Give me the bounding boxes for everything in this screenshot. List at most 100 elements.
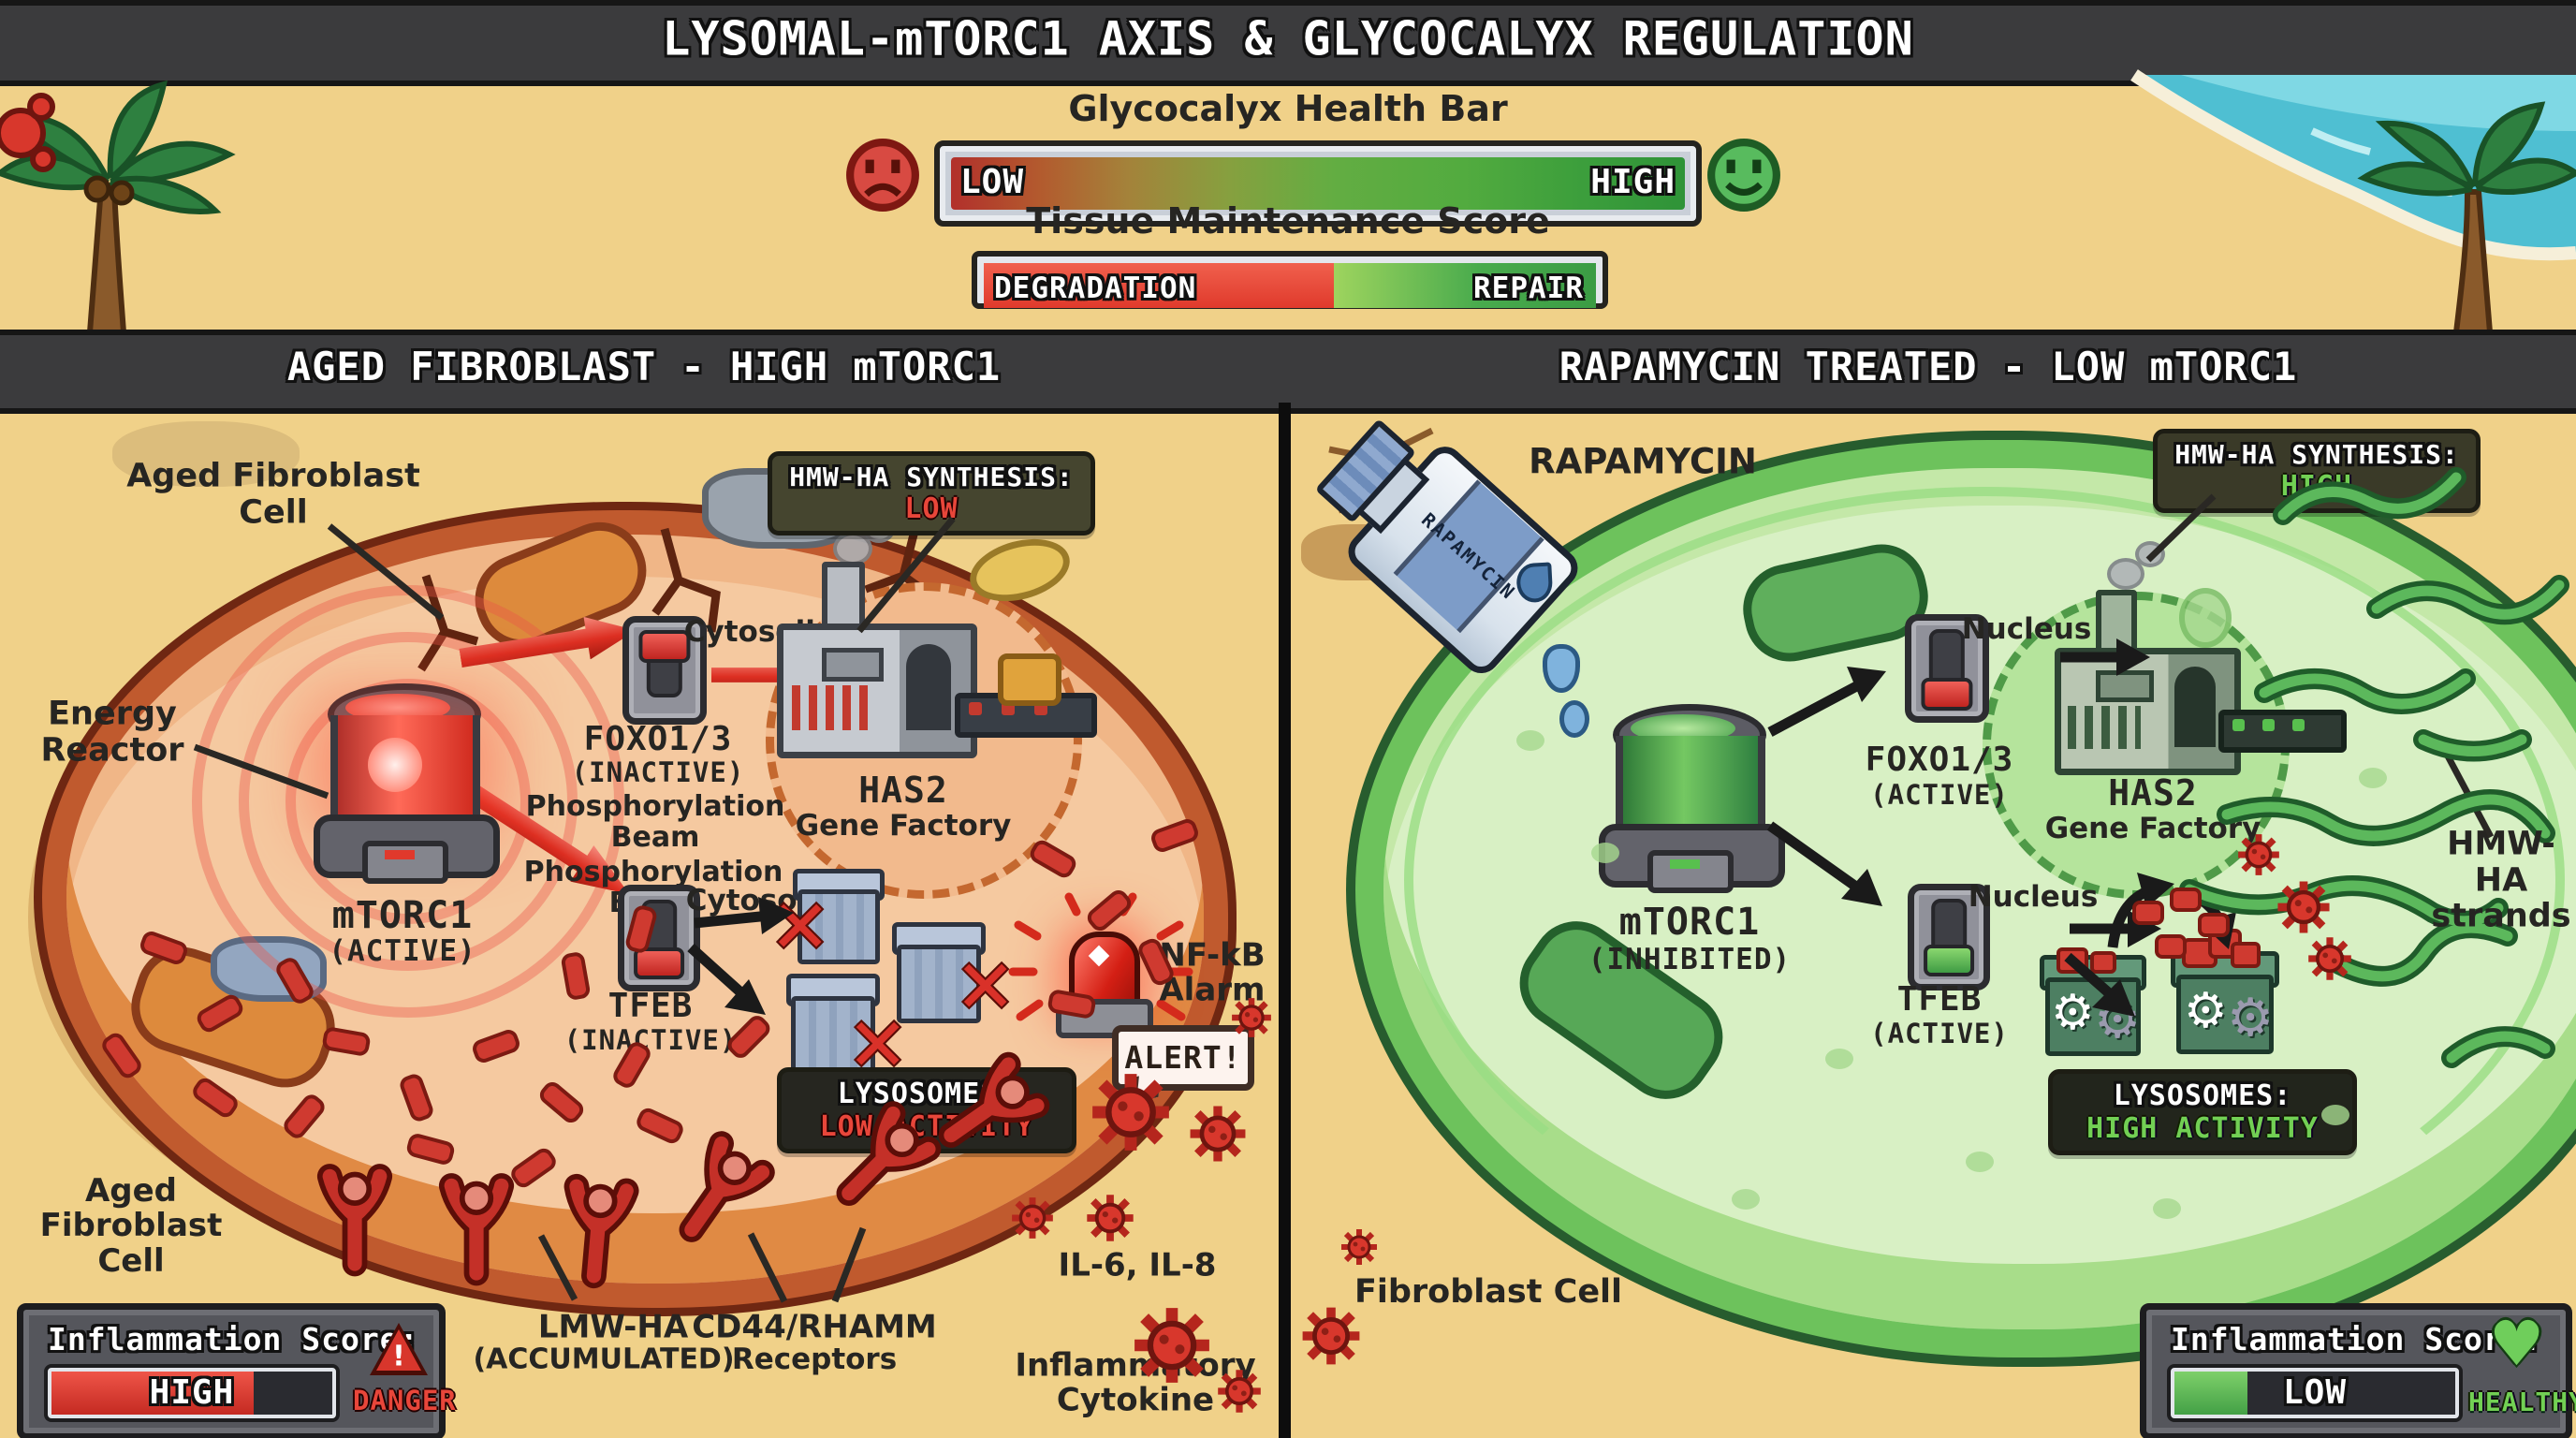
cytokine-icon xyxy=(2308,937,2351,980)
danger-label: DANGER xyxy=(353,1385,457,1416)
cytokine-icon xyxy=(2238,834,2279,875)
mtorc1-state-right: (INHIBITED) xyxy=(1588,942,1792,976)
title-bar xyxy=(0,0,2576,86)
lyso-value-right: HIGH ACTIVITY xyxy=(2086,1112,2319,1145)
gear-icon: ⚙ xyxy=(2184,983,2228,1039)
cd44-receptor-icon xyxy=(564,1173,639,1289)
mtorc1-state: (ACTIVE) xyxy=(329,933,476,968)
cytoplasm-speckle xyxy=(1966,1152,1994,1172)
left-panel-header: AGED FIBROBLAST - HIGH mTORC1 xyxy=(286,343,1002,389)
tfeb-state-right: (ACTIVE) xyxy=(1870,1018,2009,1050)
hmw-synthesis-badge-left: HMW-HA SYNTHESIS: LOW xyxy=(768,451,1095,536)
has2-factory xyxy=(777,515,1097,763)
crab-icon xyxy=(0,93,56,172)
cd44-receptor-icon xyxy=(836,1101,942,1206)
strands-label: HMW-HA strands xyxy=(2431,825,2571,935)
cd44-receptor-icon xyxy=(316,1164,393,1277)
cytoplasm-speckle xyxy=(2359,768,2387,788)
inflammation-label-right: Inflammation Score: xyxy=(2171,1321,2542,1357)
mtorc1-label: mTORC1 xyxy=(331,894,474,937)
happy-face-icon xyxy=(1707,139,1780,212)
foxo-location-right: Nucleus xyxy=(1961,611,2092,646)
gear-icon: ⚙ xyxy=(2227,988,2275,1049)
cytokine-icon xyxy=(1218,1370,1261,1413)
cytoplasm-speckle xyxy=(1825,1049,1853,1069)
conveyor-item xyxy=(998,653,1061,706)
mtorc1-reactor-inhibited xyxy=(1599,704,1785,901)
cd44-sub-label: Receptors xyxy=(731,1342,898,1376)
falling-drip xyxy=(1543,644,1580,693)
right-connectors xyxy=(1766,467,2569,1068)
tissue-repair-label: REPAIR xyxy=(1473,271,1584,305)
cytoplasm-speckle xyxy=(2321,1105,2349,1125)
lmwha-state: (ACCUMULATED) xyxy=(473,1343,735,1376)
heart-icon: ♥ xyxy=(2489,1308,2545,1380)
degraded-fragment xyxy=(2170,888,2202,912)
cytokine-icon xyxy=(1341,1229,1377,1265)
lyso-label-right: LYSOSOMES: xyxy=(2113,1079,2292,1112)
tissue-degradation-segment xyxy=(984,263,1335,308)
tfeb-label-right: TFEB xyxy=(1896,980,1983,1020)
aged-cell-bottom-label: Aged Fibroblast Cell xyxy=(39,1171,223,1280)
inflammation-panel-right: Inflammation Score: LOW ♥ HEALTHY xyxy=(2140,1303,2576,1438)
degraded-fragment xyxy=(2198,913,2230,937)
inflammation-value-right: LOW xyxy=(2282,1373,2348,1413)
inflammation-bar-left: HIGH xyxy=(48,1368,336,1418)
mtorc1-label-right: mTORC1 xyxy=(1618,901,1761,944)
sand-patch xyxy=(112,421,300,487)
energy-reactor-label: Energy Reactor xyxy=(40,695,184,769)
tissue-bar-title: Tissue Maintenance Score xyxy=(1026,200,1550,242)
cytokine-label: Inflammatory Cytokine xyxy=(1015,1346,1256,1419)
foxo-state: (INACTIVE) xyxy=(571,756,745,789)
cd44-receptor-icon xyxy=(438,1173,515,1286)
mtorc1-reactor-active xyxy=(314,683,500,889)
cd44-receptor-icon xyxy=(679,1131,775,1242)
cytokine-icon xyxy=(1087,1195,1134,1241)
inflammation-bar-right: LOW xyxy=(2171,1368,2459,1418)
panel-divider xyxy=(1279,403,1291,1438)
cytokine-icon xyxy=(1012,1197,1053,1239)
cd44-label: CD44/RHAMM xyxy=(692,1308,937,1346)
page-title: LYSOMAL-mTORC1 AXIS & GLYCOCALYX REGULAT… xyxy=(662,11,1914,66)
cytokine-icon xyxy=(1232,998,1271,1037)
gear-icon: ⚙ xyxy=(2051,985,2095,1041)
hmw-label: HMW-HA SYNTHESIS: xyxy=(789,462,1074,492)
cytoplasm-speckle xyxy=(1591,843,1619,863)
tfeb-switch-active xyxy=(1908,884,1990,990)
foxo-state-right: (ACTIVE) xyxy=(1870,779,2009,812)
lmwha-label: LMW-HA xyxy=(537,1308,689,1346)
cytokine-icon xyxy=(2277,881,2330,933)
cytokine-icon xyxy=(1190,1106,1246,1162)
lysosome-bin xyxy=(793,869,885,964)
cytoplasm-speckle xyxy=(2153,1198,2181,1219)
has2-label: HAS2 xyxy=(858,770,948,812)
cytokine-icon xyxy=(1092,1074,1169,1151)
glyco-bar-title: Glycocalyx Health Bar xyxy=(1068,88,1508,130)
palm-tree-icon xyxy=(0,80,236,335)
alert-label: ALERT! xyxy=(1124,1038,1242,1076)
tfeb-location-right: Nucleus xyxy=(1968,879,2099,914)
degraded-fragment xyxy=(2155,934,2187,959)
tissue-degradation-label: DEGRADATION xyxy=(994,271,1197,305)
lysosome-badge-right: LYSOSOMES: HIGH ACTIVITY xyxy=(2048,1069,2357,1155)
cytokine-icon xyxy=(1134,1308,1209,1383)
sad-face-icon xyxy=(846,139,919,212)
fibroblast-cell-label: Fibroblast Cell xyxy=(1354,1272,1623,1311)
has2-sub-label: Gene Factory xyxy=(795,808,1012,843)
tissue-repair-segment xyxy=(1334,263,1596,308)
inflammation-value-left: HIGH xyxy=(149,1373,235,1413)
glyco-low-label: LOW xyxy=(960,163,1025,201)
foxo-label: FOXO1/3 xyxy=(583,720,733,759)
membrane-highlight xyxy=(1404,487,2565,1273)
tfeb-label: TFEB xyxy=(607,987,694,1026)
lysosome-bin xyxy=(892,922,986,1023)
nfkb-label: NF-kB Alarm xyxy=(1159,936,1266,1009)
cd44-receptor-icon xyxy=(938,1051,1050,1148)
alert-bubble: ALERT! xyxy=(1112,1025,1254,1105)
healthy-label: HEALTHY xyxy=(2468,1387,2576,1417)
foxo-switch-inactive xyxy=(622,616,707,725)
falling-drip xyxy=(1559,700,1589,738)
cytoplasm-speckle xyxy=(1516,730,1544,751)
hmw-label-right: HMW-HA SYNTHESIS: xyxy=(2174,439,2459,470)
